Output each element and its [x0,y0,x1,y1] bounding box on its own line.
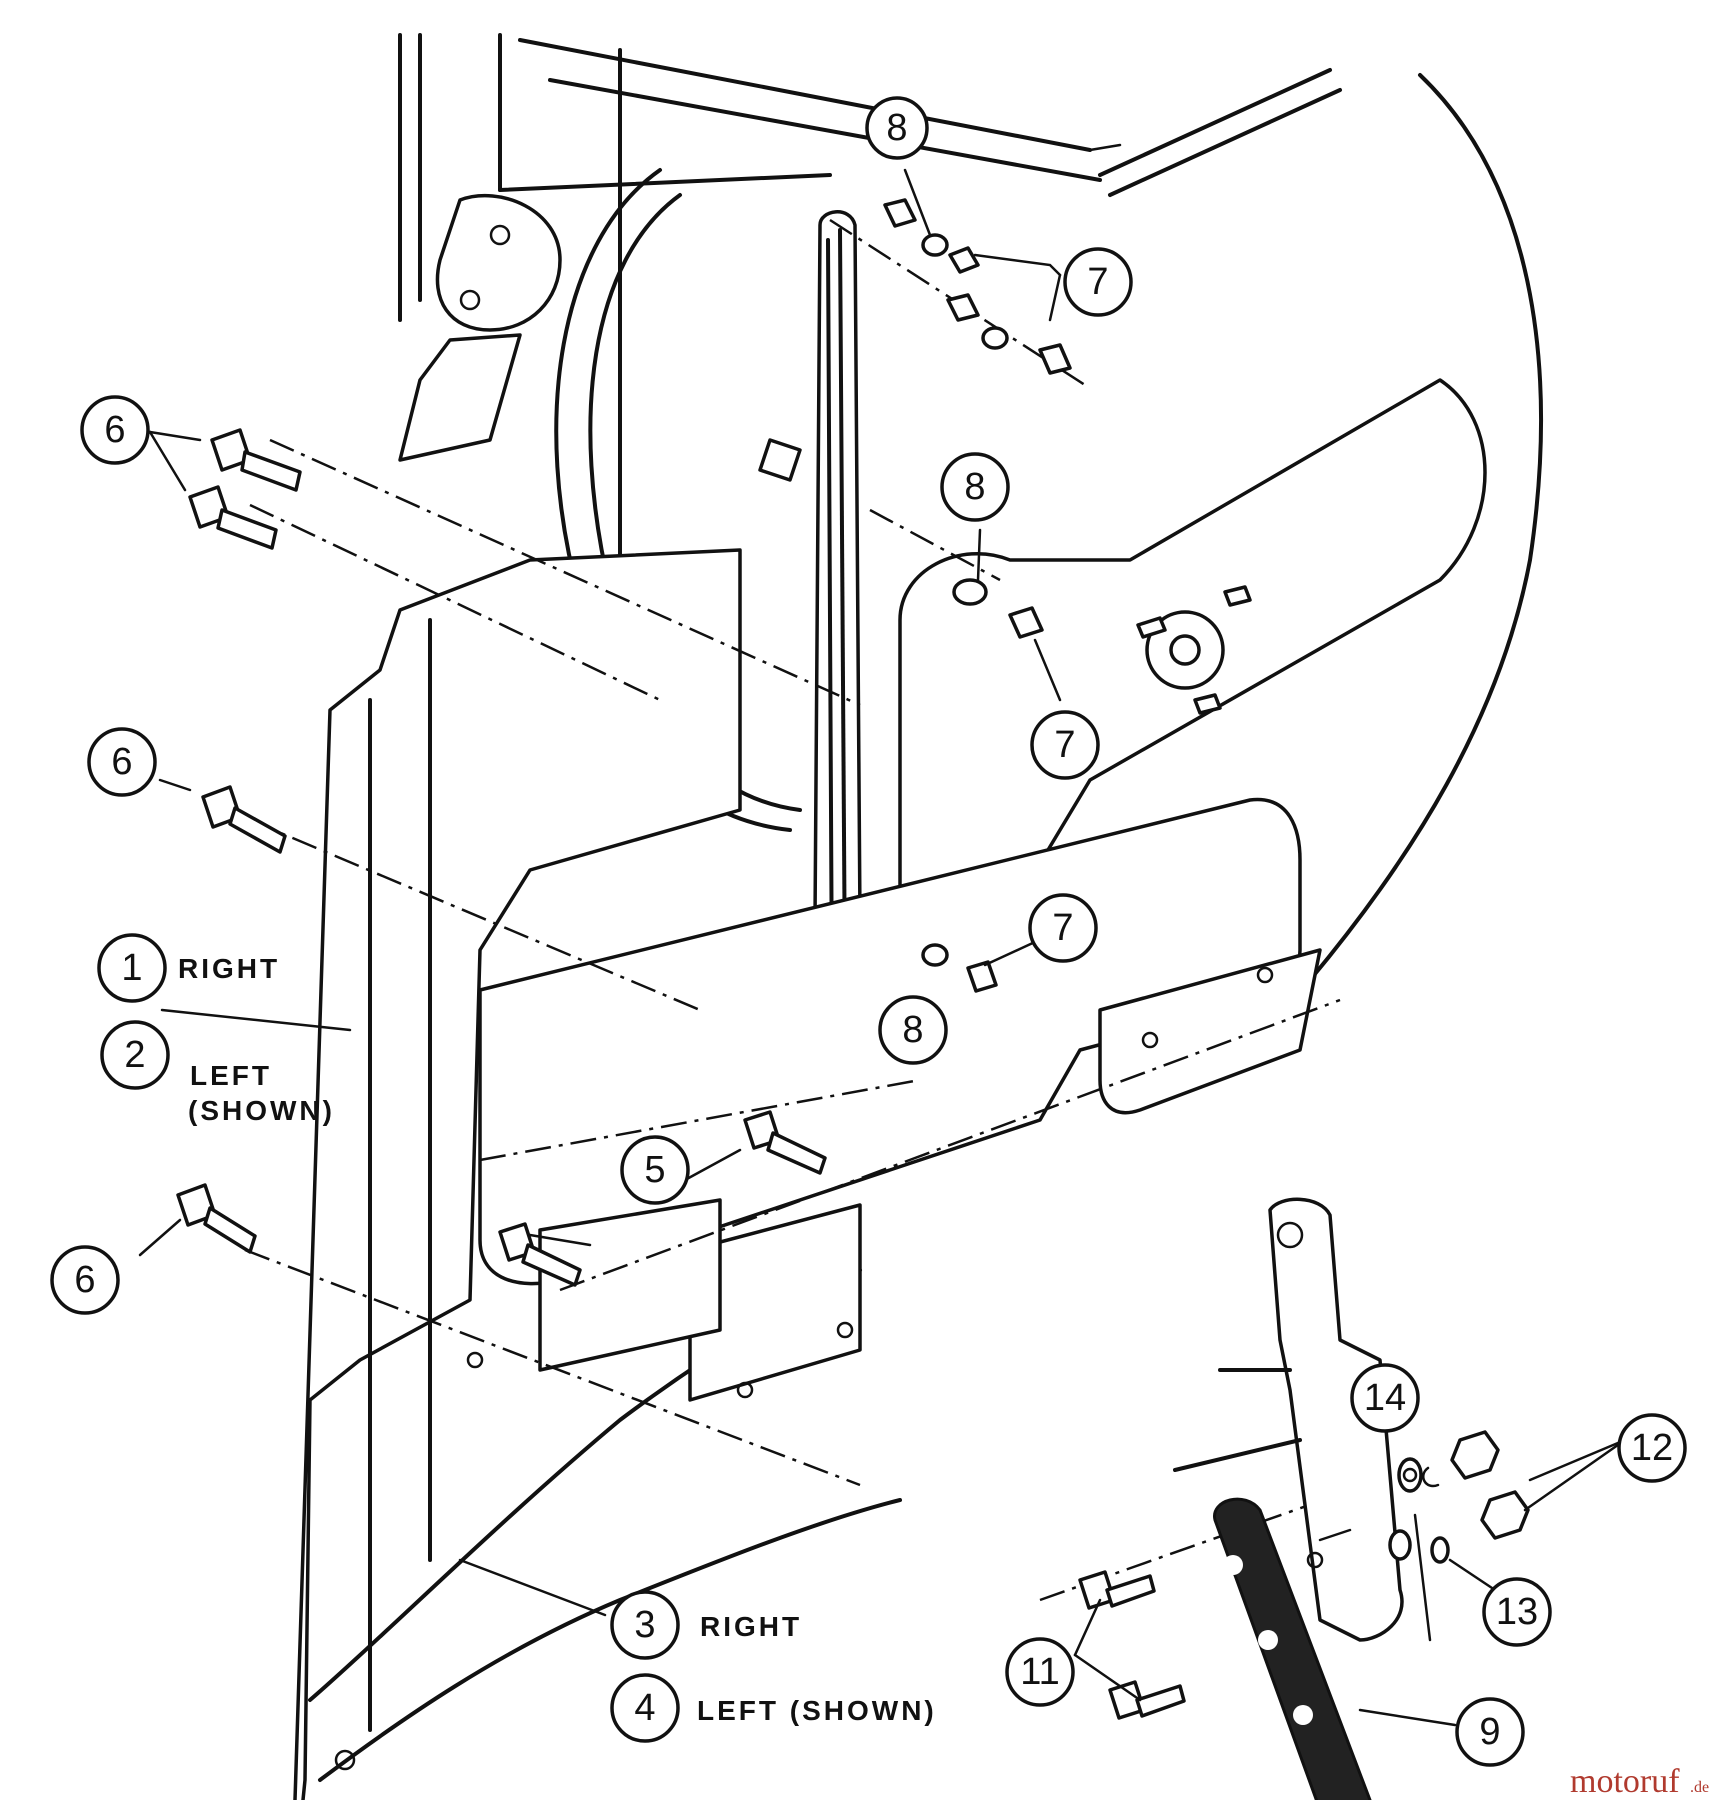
label-shown-2: (SHOWN) [188,1095,335,1126]
callout-12: 12 [1617,1413,1687,1483]
svg-text:6: 6 [111,741,132,783]
callout-11: 11 [1005,1637,1075,1707]
callout-6-top: 6 [80,395,150,465]
label-right-1: RIGHT [178,953,280,984]
scraper-bracket-assembly [1078,1197,1530,1800]
svg-text:8: 8 [964,466,985,508]
watermark-logo: motoruf .de [1570,1763,1709,1800]
svg-text:6: 6 [74,1259,95,1301]
callout-8-mid: 8 [940,452,1010,522]
callout-8-top: 8 [865,96,929,160]
callout-7-top: 7 [1063,247,1133,317]
svg-text:1: 1 [121,947,142,989]
callout-2: 2 [100,1020,170,1090]
callout-1: 1 [97,933,167,1003]
callout-9: 9 [1455,1697,1525,1767]
label-right-3: RIGHT [700,1611,802,1642]
label-left-2: LEFT [190,1060,272,1091]
svg-text:motoruf: motoruf [1570,1763,1680,1800]
skid-shoe [466,1198,862,1402]
callout-5: 5 [620,1135,690,1205]
callout-7-mid: 7 [1030,710,1100,780]
svg-text:.de: .de [1690,1779,1709,1796]
svg-text:11: 11 [1020,1651,1059,1693]
svg-text:12: 12 [1631,1427,1673,1469]
svg-text:6: 6 [104,409,125,451]
svg-text:7: 7 [1054,724,1075,766]
svg-text:3: 3 [634,1604,655,1646]
svg-text:4: 4 [634,1687,655,1729]
callout-4: 4 [610,1673,680,1743]
svg-text:8: 8 [902,1009,923,1051]
svg-text:13: 13 [1496,1591,1538,1633]
svg-text:14: 14 [1364,1377,1406,1419]
callouts: 8 7 6 8 7 6 7 1 8 2 5 6 14 12 13 3 11 4 … [50,96,1687,1767]
side-plate [293,548,902,1800]
label-left-shown-4: LEFT (SHOWN) [697,1695,937,1726]
svg-text:7: 7 [1087,261,1108,303]
callout-13: 13 [1482,1577,1552,1647]
callout-6-low: 6 [50,1245,120,1315]
callout-14: 14 [1350,1363,1420,1433]
svg-text:8: 8 [886,107,907,149]
svg-text:5: 5 [644,1149,665,1191]
callout-7-low: 7 [1028,893,1098,963]
callout-3: 3 [610,1590,680,1660]
svg-text:7: 7 [1052,907,1073,949]
svg-text:9: 9 [1479,1711,1500,1753]
hardware [176,198,1252,1287]
callout-6-mid: 6 [87,727,157,797]
callout-8-low: 8 [878,995,948,1065]
part-labels: RIGHT LEFT (SHOWN) RIGHT LEFT (SHOWN) [178,953,937,1726]
svg-text:2: 2 [124,1034,145,1076]
